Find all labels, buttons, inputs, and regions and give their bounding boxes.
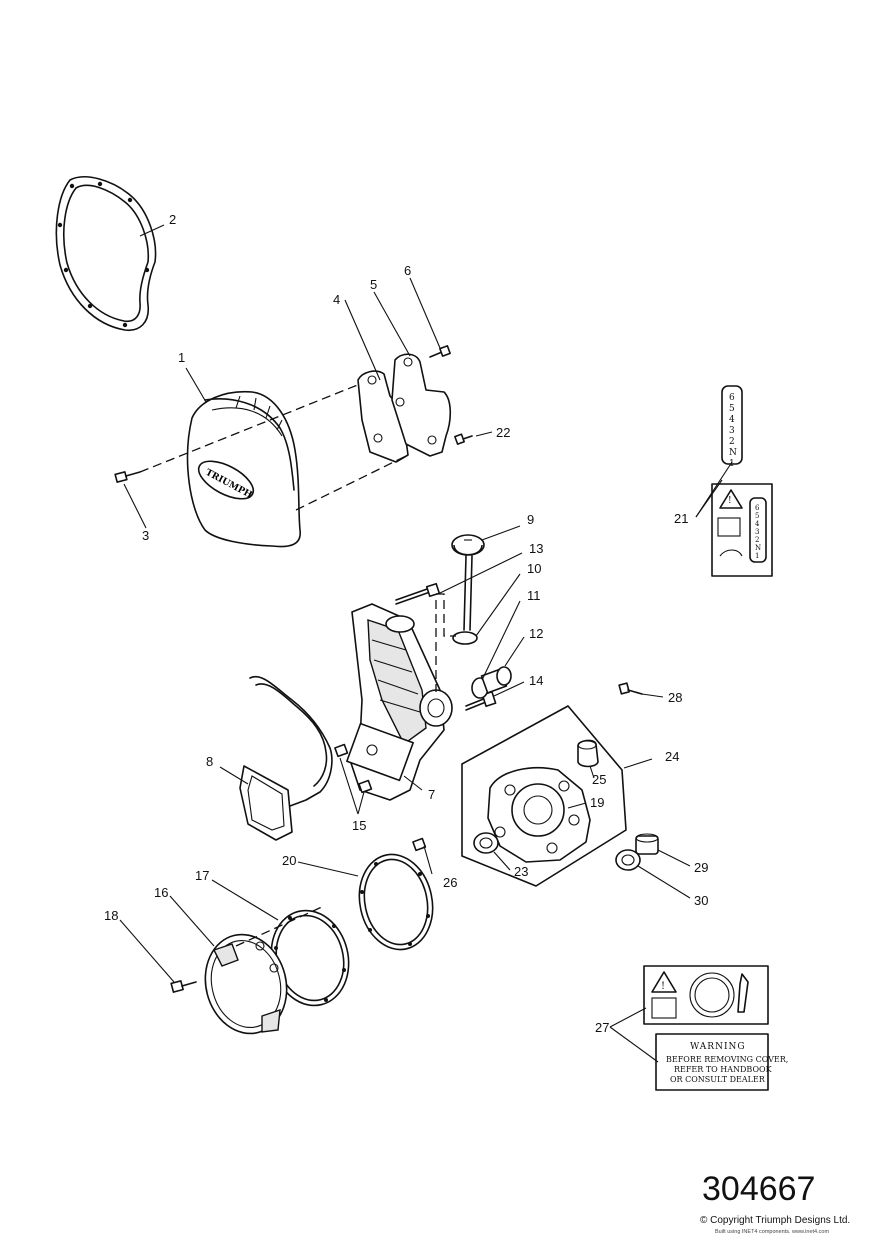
callout-21: 21 xyxy=(674,511,688,526)
gasket-part-2 xyxy=(55,176,157,331)
callout-9: 9 xyxy=(527,512,534,527)
copyright-notice: © Copyright Triumph Designs Ltd. xyxy=(700,1215,851,1226)
callout-29: 29 xyxy=(694,860,708,875)
washer-part-30 xyxy=(615,849,641,871)
gear-6: 6 xyxy=(729,393,735,403)
gear-5: 5 xyxy=(729,404,735,414)
gear-1: 1 xyxy=(729,459,735,469)
callout-1: 1 xyxy=(178,350,185,365)
callout-6: 6 xyxy=(404,263,411,278)
callout-13: 13 xyxy=(529,541,543,556)
callout-24: 24 xyxy=(665,749,679,764)
gasket-part-20 xyxy=(358,853,434,951)
dowels-part-15 xyxy=(334,743,373,794)
dowel-part-26 xyxy=(412,837,427,852)
callout-12: 12 xyxy=(529,626,543,641)
screw-part-6 xyxy=(429,345,451,358)
callout-27: 27 xyxy=(595,1020,609,1035)
gear-n: N xyxy=(729,448,737,458)
gear-small-5: 5 xyxy=(755,512,759,520)
warning-line-1: BEFORE REMOVING COVER, xyxy=(666,1055,788,1064)
gear-4: 4 xyxy=(729,415,735,425)
cover-part-16 xyxy=(204,933,288,1035)
fitting-part-25 xyxy=(577,739,599,768)
callout-8: 8 xyxy=(206,754,213,769)
callout-2: 2 xyxy=(169,212,176,227)
screw-part-28 xyxy=(618,682,643,695)
callout-18: 18 xyxy=(104,908,118,923)
seal-part-23 xyxy=(473,832,499,854)
pump-body-part-19 xyxy=(487,766,591,863)
callout-19: 19 xyxy=(590,795,604,810)
callout-30: 30 xyxy=(694,893,708,908)
gear-small-4: 4 xyxy=(755,520,760,528)
bracket-parts-4-5 xyxy=(357,353,452,463)
gear-3: 3 xyxy=(729,426,735,436)
screw-part-3 xyxy=(114,471,147,529)
plug-part-29 xyxy=(635,833,659,855)
screw-part-22 xyxy=(454,433,473,445)
bolt-part-13 xyxy=(395,582,441,605)
callout-11: 11 xyxy=(527,588,541,603)
credit-notice: Built using INET4 components. www.inet4.… xyxy=(715,1229,830,1235)
leader-lines xyxy=(119,224,733,1063)
warning-line-2: REFER TO HANDBOOK xyxy=(674,1065,773,1074)
callout-15: 15 xyxy=(352,818,366,833)
dipstick-parts-9-10 xyxy=(451,534,485,645)
callout-14: 14 xyxy=(529,673,543,688)
warning-line-3: OR CONSULT DEALER xyxy=(670,1075,766,1084)
callout-28: 28 xyxy=(668,690,682,705)
warning-heading: WARNING xyxy=(690,1042,746,1052)
gear-small-2: 2 xyxy=(755,536,759,544)
gear-small-1: 1 xyxy=(755,552,759,560)
callout-7: 7 xyxy=(428,787,435,802)
warning-decal-part-27: ! WARNING BEFORE REMOVING COVER, REFER T… xyxy=(643,965,788,1091)
gear-small-6: 6 xyxy=(755,504,760,512)
callout-26: 26 xyxy=(443,875,457,890)
callout-16: 16 xyxy=(154,885,168,900)
callout-25: 25 xyxy=(592,772,606,787)
alternator-cover-part-1: TRIUMPH xyxy=(186,390,301,548)
gear-indicator-text-small: 6 5 4 3 2 N 1 xyxy=(755,504,761,560)
callout-5: 5 xyxy=(370,277,377,292)
gasket-part-8 xyxy=(239,675,333,841)
callout-23: 23 xyxy=(514,864,528,879)
callout-22: 22 xyxy=(496,425,510,440)
callout-20: 20 xyxy=(282,853,296,868)
callout-10: 10 xyxy=(527,561,541,576)
gear-2: 2 xyxy=(729,437,735,447)
screw-part-18 xyxy=(170,980,197,993)
callout-17: 17 xyxy=(195,868,209,883)
callout-numbers: 1 2 3 4 5 6 7 8 9 10 11 12 13 14 15 16 1… xyxy=(104,212,708,1035)
callout-4: 4 xyxy=(333,292,340,307)
kit-box-part-24 xyxy=(461,705,627,887)
gear-indicator-text-large: 6 5 4 3 2 N 1 xyxy=(729,393,737,469)
svg-text:!: ! xyxy=(661,981,665,992)
seal-parts-11-12 xyxy=(471,666,512,699)
svg-text:!: ! xyxy=(728,496,732,506)
gear-indicator-decal-part-21: ! xyxy=(711,385,773,577)
callout-3: 3 xyxy=(142,528,149,543)
part-number: 304667 xyxy=(702,1170,816,1208)
gear-small-n: N xyxy=(755,544,761,552)
pump-housing-part-7 xyxy=(346,603,453,801)
gear-small-3: 3 xyxy=(755,528,759,536)
